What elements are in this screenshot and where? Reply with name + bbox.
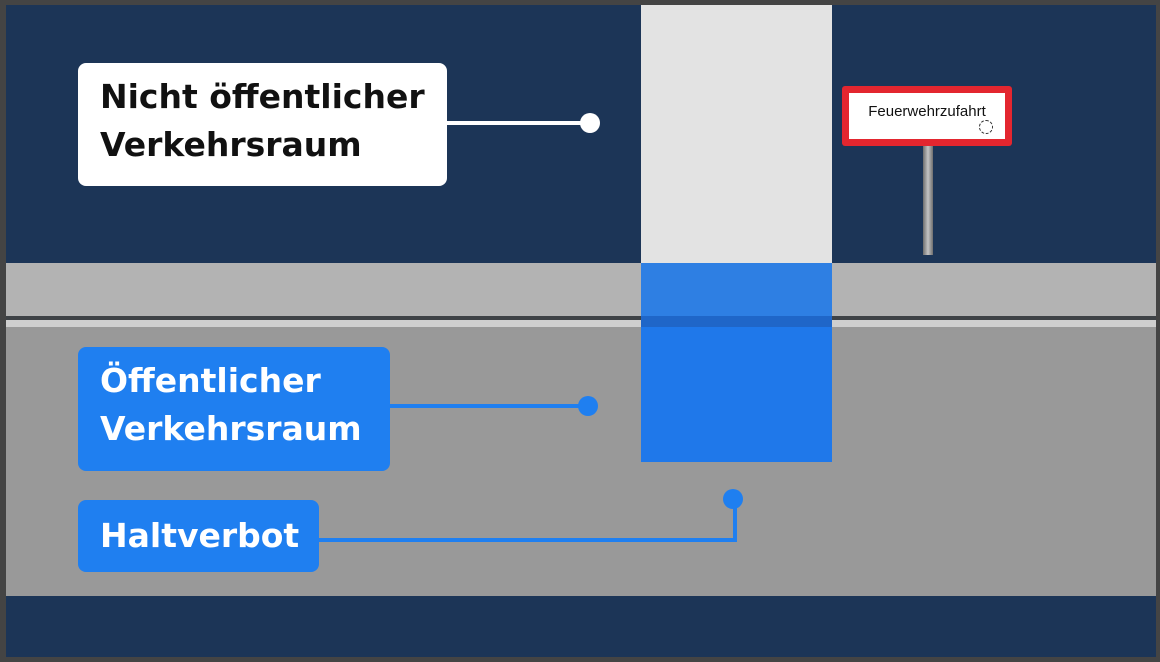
label-public-line1: Öffentlicher xyxy=(100,361,321,400)
label-private-traffic-area: Nicht öffentlicher Verkehrsraum xyxy=(78,63,447,186)
connector-halt xyxy=(313,499,737,542)
label-no-stopping: Haltverbot xyxy=(78,500,319,572)
curb-edge xyxy=(6,316,1156,320)
no-stopping-zone-sidewalk xyxy=(641,263,832,316)
private-driveway xyxy=(641,5,832,263)
connector-private-dot xyxy=(580,113,600,133)
diagram-canvas: Feuerwehrzufahrt Nicht öffentlicher Verk… xyxy=(6,5,1156,657)
no-stopping-zone-curb xyxy=(641,316,832,327)
label-public-line2: Verkehrsraum xyxy=(100,409,362,448)
curb-stripe xyxy=(6,320,1156,327)
sign-pole xyxy=(923,145,933,255)
sign-text: Feuerwehrzufahrt xyxy=(868,103,986,120)
label-public-traffic-area: Öffentlicher Verkehrsraum xyxy=(78,347,390,471)
label-halt-text: Haltverbot xyxy=(100,516,300,555)
no-stopping-zone-road xyxy=(641,327,832,462)
label-private-line2: Verkehrsraum xyxy=(100,125,362,164)
connector-lines xyxy=(313,113,743,542)
sign-panel: Feuerwehrzufahrt xyxy=(849,93,1005,139)
sidewalk xyxy=(6,263,1156,316)
label-private-line1: Nicht öffentlicher xyxy=(100,77,425,116)
fire-lane-sign: Feuerwehrzufahrt xyxy=(842,86,1012,146)
connector-public-dot xyxy=(578,396,598,416)
connector-halt-dot xyxy=(723,489,743,509)
sign-circle-icon xyxy=(979,120,993,134)
